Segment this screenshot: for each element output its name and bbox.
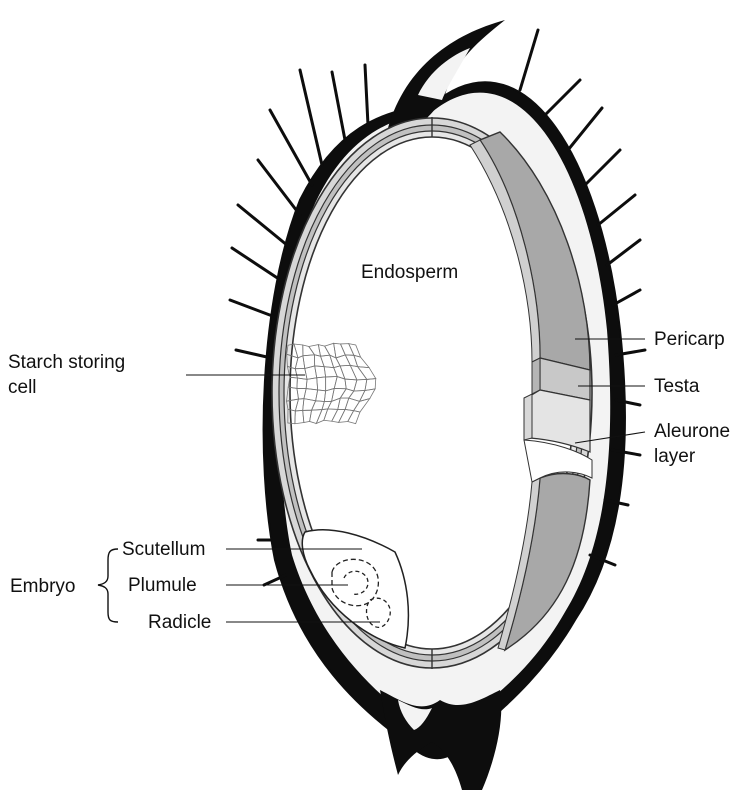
label-starch-line2: cell [8, 377, 37, 398]
label-pericarp: Pericarp [654, 329, 725, 350]
label-aleurone-line1: Aleurone [654, 421, 730, 442]
husk-base [380, 690, 501, 790]
embryo-brace [98, 549, 118, 622]
label-embryo: Embryo [10, 576, 75, 597]
label-testa: Testa [654, 376, 700, 397]
label-plumule: Plumule [128, 575, 197, 596]
cutaway-testa-edge [532, 358, 540, 394]
label-aleurone-line2: layer [654, 446, 696, 467]
label-endosperm: Endosperm [361, 262, 458, 283]
cutaway-aleurone-edge [524, 394, 532, 440]
label-starch-line1: Starch storing [8, 352, 125, 373]
label-radicle: Radicle [148, 612, 211, 633]
label-scutellum: Scutellum [122, 539, 205, 560]
